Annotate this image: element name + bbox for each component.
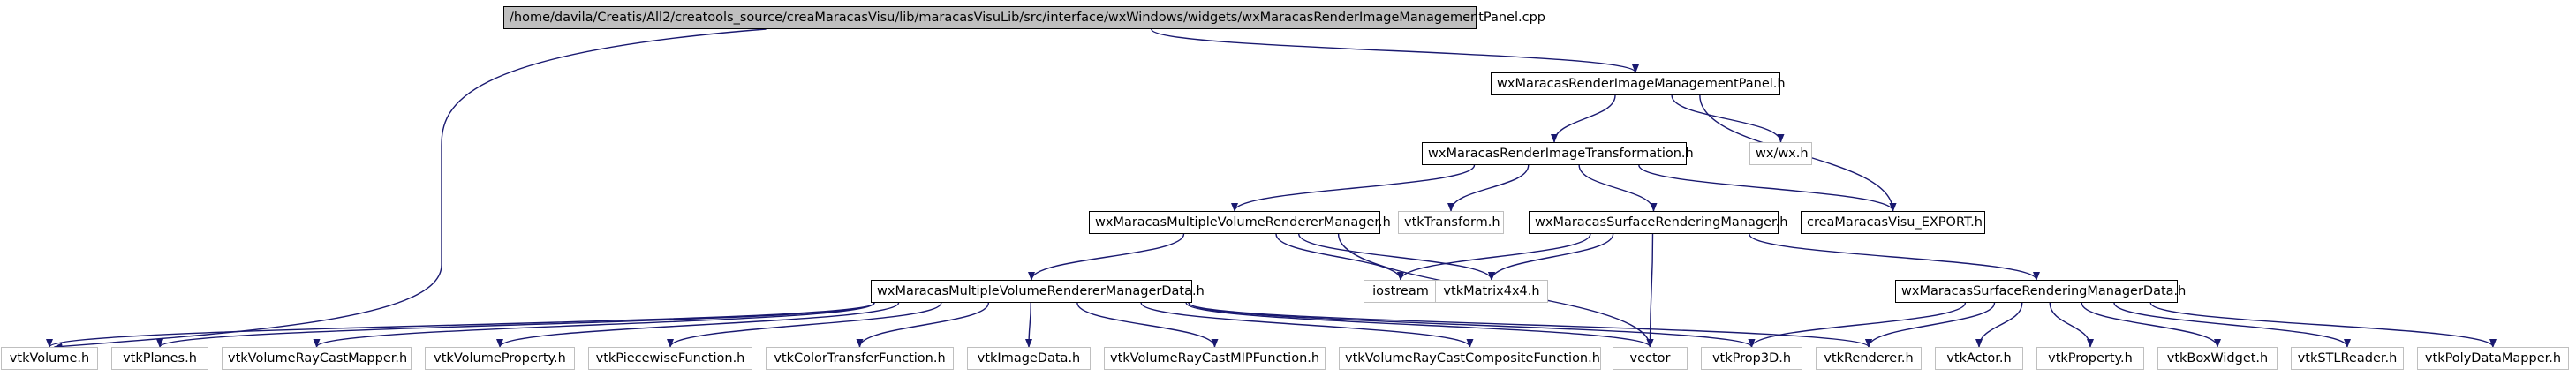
edge-surface_manager_h-to-vtkmatrix_h bbox=[1488, 233, 1614, 281]
edge-surface_data_h-to-vtkboxwidget_h bbox=[2081, 302, 2221, 348]
node-vtk-color-transfer-function-h: vtkColorTransferFunction.h bbox=[766, 347, 954, 370]
node-vtk-volume-h: vtkVolume.h bbox=[1, 347, 98, 370]
edge-transformation_h-to-surface_manager_h bbox=[1578, 164, 1658, 212]
node-crea-maracas-visu-export-h[interactable]: creaMaracasVisu_EXPORT.h bbox=[1801, 211, 1985, 234]
node-vtk-renderer-h: vtkRenderer.h bbox=[1816, 347, 1922, 370]
node-vtk-volume-ray-cast-composite-function-h: vtkVolumeRayCastCompositeFunction.h bbox=[1339, 347, 1601, 370]
edge-multi_vol_manager_h-to-iostream bbox=[1275, 233, 1404, 281]
edge-surface_data_h-to-vtkrenderer_h bbox=[1865, 302, 1996, 348]
edge-surface_manager_h-to-iostream bbox=[1397, 233, 1591, 281]
node-vtk-matrix4x4-h: vtkMatrix4x4.h bbox=[1435, 280, 1548, 303]
node-vtk-property-h: vtkProperty.h bbox=[2036, 347, 2144, 370]
node-vtk-actor-h: vtkActor.h bbox=[1935, 347, 2023, 370]
node-root-file: /home/davila/Creatis/All2/creatools_sour… bbox=[503, 6, 1545, 29]
node-vtk-stl-reader-h: vtkSTLReader.h bbox=[2291, 347, 2404, 370]
edge-multi_vol_data_h-to-vtkvolume_h bbox=[46, 302, 875, 348]
node-multiple-volume-renderer-manager-data-h[interactable]: wxMaracasMultipleVolumeRendererManagerDa… bbox=[871, 280, 1205, 303]
edge-multi_vol_manager_h-to-vtkmatrix_h bbox=[1298, 233, 1495, 281]
edge-multi_vol_data_h-to-vtkmip_h bbox=[1076, 302, 1219, 348]
edge-surface_data_h-to-vtkprop3d_h bbox=[1748, 302, 1967, 348]
edge-multi_vol_data_h-to-vtkimagedata_h bbox=[1025, 302, 1033, 348]
edge-multi_vol_data_h-to-vtkpiecewise_h bbox=[667, 302, 942, 348]
edge-transformation_h-to-export_h bbox=[1638, 164, 1897, 212]
node-vector: vector bbox=[1613, 347, 1688, 370]
edge-multi_vol_data_h-to-vtkcolortransfer_h bbox=[856, 302, 990, 348]
edge-multi_vol_manager_h-to-multi_vol_data_h bbox=[1028, 233, 1185, 281]
node-vtk-image-data-h: vtkImageData.h bbox=[967, 347, 1091, 370]
node-render-image-transformation-h[interactable]: wxMaracasRenderImageTransformation.h bbox=[1422, 142, 1694, 165]
edge-transformation_h-to-multi_vol_manager_h bbox=[1231, 164, 1476, 212]
edge-surface_manager_h-to-vector bbox=[1646, 233, 1654, 348]
node-surface-rendering-manager-h[interactable]: wxMaracasSurfaceRenderingManager.h bbox=[1529, 211, 1787, 234]
node-render-image-management-panel-h[interactable]: wxMaracasRenderImageManagementPanel.h bbox=[1491, 72, 1786, 95]
node-vtk-transform-h: vtkTransform.h bbox=[1398, 211, 1504, 234]
edge-surface_data_h-to-vtkproperty_h bbox=[2049, 302, 2094, 348]
node-vtk-piecewise-function-h: vtkPiecewiseFunction.h bbox=[588, 347, 752, 370]
edge-multi_vol_data_h-to-vector bbox=[1185, 302, 1654, 348]
edge-panel_h-to-wx_h bbox=[1671, 94, 1785, 143]
edge-panel_h-to-transformation_h bbox=[1551, 94, 1616, 143]
node-vtk-box-widget-h: vtkBoxWidget.h bbox=[2157, 347, 2278, 370]
edge-surface_data_h-to-vtkstlreader_h bbox=[2113, 302, 2351, 348]
edge-surface_data_h-to-vtkpolydatamapper_h bbox=[2149, 302, 2497, 348]
node-iostream: iostream bbox=[1364, 280, 1438, 303]
edge-root-to-panel_h bbox=[1151, 28, 1639, 73]
edge-multi_vol_data_h-to-vtkvolumeproperty_h bbox=[496, 302, 900, 348]
edge-surface_manager_h-to-surface_data_h bbox=[1749, 233, 2040, 281]
node-vtk-volume-property-h: vtkVolumeProperty.h bbox=[425, 347, 575, 370]
edge-multi_vol_data_h-to-vtkraycastmapper_h bbox=[313, 302, 875, 348]
edge-multi_vol_data_h-to-vtkprop3d_h bbox=[1188, 302, 1756, 348]
node-wx-h: wx/wx.h bbox=[1749, 142, 1812, 165]
node-vtk-poly-data-mapper-h: vtkPolyDataMapper.h bbox=[2417, 347, 2569, 370]
node-multiple-volume-renderer-manager-h[interactable]: wxMaracasMultipleVolumeRendererManager.h bbox=[1089, 211, 1391, 234]
edge-multi_vol_data_h-to-vtkplanes_h bbox=[156, 302, 875, 348]
edge-transformation_h-to-vtktransform_h bbox=[1447, 164, 1530, 212]
node-surface-rendering-manager-data-h[interactable]: wxMaracasSurfaceRenderingManagerData.h bbox=[1895, 280, 2186, 303]
node-vtk-volume-ray-cast-mapper-h: vtkVolumeRayCastMapper.h bbox=[222, 347, 412, 370]
edge-surface_data_h-to-vtkactor_h bbox=[1975, 302, 2023, 348]
edge-multi_vol_data_h-to-vtkcomposite_h bbox=[1140, 302, 1474, 348]
node-vtk-prop3d-h: vtkProp3D.h bbox=[1701, 347, 1802, 370]
node-vtk-volume-ray-cast-mip-function-h: vtkVolumeRayCastMIPFunction.h bbox=[1104, 347, 1326, 370]
node-vtk-planes-h: vtkPlanes.h bbox=[111, 347, 208, 370]
edge-multi_vol_data_h-to-vtkrenderer_h bbox=[1188, 302, 1872, 348]
